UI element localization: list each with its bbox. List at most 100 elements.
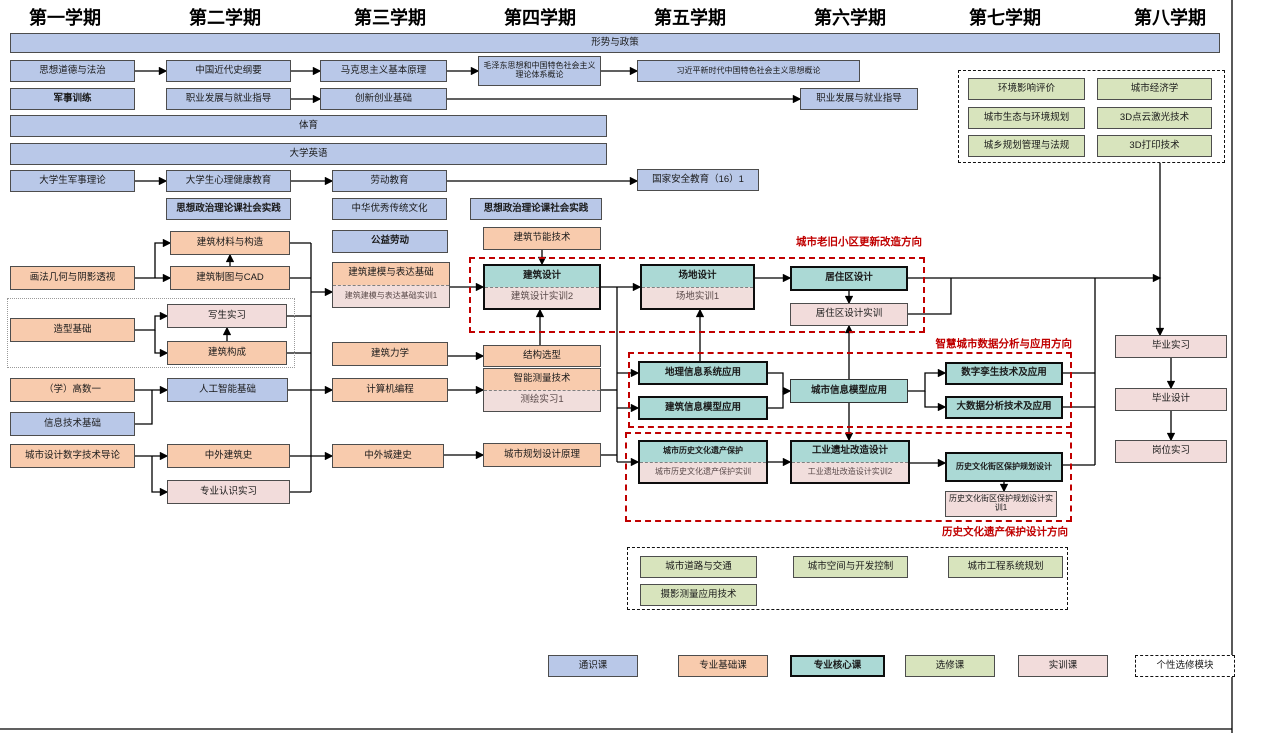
edge [924,391,947,412]
legend-item: 专业核心课 [790,655,885,677]
course-box: 3D打印技术 [1097,135,1212,157]
art-basics-group [7,298,295,368]
course-box-practice: 工业遗址改造设计实训2 [792,461,908,482]
legend-item: 选修课 [905,655,995,677]
course-box: 工业遗址改造设计工业遗址改造设计实训2 [790,440,910,484]
legend-item: 实训课 [1018,655,1108,677]
course-box: 城市经济学 [1097,78,1212,100]
course-box: 国家安全教育（16）1 [637,169,759,191]
course-box: 劳动教育 [332,170,447,192]
course-box: 习近平新时代中国特色社会主义思想概论 [637,60,860,82]
course-box: 岗位实习 [1115,440,1227,463]
course-box: 中国近代史纲要 [166,60,291,82]
course-box: 居住区设计 [790,266,908,291]
elective-module-bottom [627,547,1068,610]
course-box: 体育 [10,115,607,137]
course-box: 信息技术基础 [10,412,135,436]
course-box: 结构选型 [483,345,601,367]
course-box-title: 建筑建模与表达基础 [333,263,449,285]
course-box: 中华优秀传统文化 [332,198,447,220]
semester-header-7: 第七学期 [969,8,1041,28]
edge [768,391,784,409]
direction-label: 城市老旧小区更新改造方向 [796,236,922,248]
course-box: 画法几何与阴影透视 [10,266,135,290]
course-box: 城市生态与环境规划 [968,107,1085,129]
course-box: 城市道路与交通 [640,556,757,578]
course-box: 建筑材料与构造 [170,231,290,255]
course-box: 3D点云激光技术 [1097,107,1212,129]
course-box: 城市信息模型应用 [790,379,908,403]
course-box: 思想政治理论课社会实践 [166,198,291,220]
course-box: 场地设计场地实训1 [640,264,755,310]
course-box: 职业发展与就业指导 [800,88,918,110]
course-box: 毛泽东思想和中国特色社会主义理论体系概论 [478,56,601,86]
course-box-title: 城市历史文化遗产保护 [640,442,766,462]
course-box: 大学生心理健康教育 [166,170,291,192]
course-box: 历史文化街区保护规划设计实训1 [945,491,1057,517]
course-box: 建筑构成 [167,341,287,365]
edge [154,330,169,358]
semester-header-6: 第六学期 [814,8,886,28]
course-box: 地理信息系统应用 [638,361,768,385]
course-box: 形势与政策 [10,33,1220,53]
legend-item: 个性选修模块 [1135,655,1235,677]
course-box: 建筑节能技术 [483,227,601,250]
course-box: 中外城建史 [332,444,444,468]
direction-label: 智慧城市数据分析与应用方向 [935,338,1073,350]
course-box: 建筑建模与表达基础建筑建模与表达基础实训1 [332,262,450,308]
course-box: 大学英语 [10,143,607,165]
semester-header-8: 第八学期 [1134,8,1206,28]
course-box: 历史文化街区保护规划设计 [945,452,1063,482]
direction-label: 历史文化遗产保护设计方向 [942,526,1068,538]
semester-header-4: 第四学期 [504,8,576,28]
semester-header-3: 第三学期 [354,8,426,28]
edge [135,390,153,425]
course-box: 毕业设计 [1115,388,1227,411]
course-box: 城乡规划管理与法规 [968,135,1085,157]
course-box-practice: 测绘实习1 [484,389,600,411]
direction-group-old-district [469,257,925,333]
course-box: 专业认识实习 [167,480,290,504]
semester-header-2: 第二学期 [189,8,261,28]
course-box: 计算机编程 [332,378,448,402]
course-box: 城市空间与开发控制 [793,556,908,578]
course-box: 毕业实习 [1115,335,1227,358]
course-box: 马克思主义基本原理 [320,60,447,82]
course-box: 建筑制图与CAD [170,266,290,290]
course-box: 军事训练 [10,88,135,110]
course-box: 摄影测量应用技术 [640,584,757,606]
course-box-title: 场地设计 [642,266,753,287]
course-box: 大数据分析技术及应用 [945,396,1063,419]
course-box-practice: 城市历史文化遗产保护实训 [640,461,766,482]
course-box: 思想政治理论课社会实践 [470,198,602,220]
course-box-practice: 建筑建模与表达基础实训1 [333,284,449,307]
course-box: 城市设计数字技术导论 [10,444,135,468]
semester-header-5: 第五学期 [654,8,726,28]
course-box-title: 建筑设计 [485,266,599,287]
course-box-practice: 建筑设计实训2 [485,286,599,308]
course-box: 写生实习 [167,304,287,328]
edge [154,238,172,278]
edge [908,278,952,315]
edge [768,372,792,396]
course-box: 创新创业基础 [320,88,447,110]
elective-module-top [958,70,1225,163]
legend-item: 通识课 [548,655,638,677]
course-box: （学）高数一 [10,378,135,402]
course-box-title: 工业遗址改造设计 [792,442,908,462]
course-box: 中外建筑史 [167,444,290,468]
course-box: 造型基础 [10,318,135,342]
course-box: 建筑设计建筑设计实训2 [483,264,601,310]
course-box: 职业发展与就业指导 [166,88,291,110]
edge [135,311,169,331]
course-box: 公益劳动 [332,230,448,253]
course-box: 居住区设计实训 [790,303,908,326]
direction-group-smart-city [628,352,1072,428]
legend-item: 专业基础课 [678,655,768,677]
course-box: 智能测量技术测绘实习1 [483,368,601,412]
course-box: 城市规划设计原理 [483,443,601,467]
edge [151,456,169,497]
course-box-practice: 场地实训1 [642,286,753,308]
